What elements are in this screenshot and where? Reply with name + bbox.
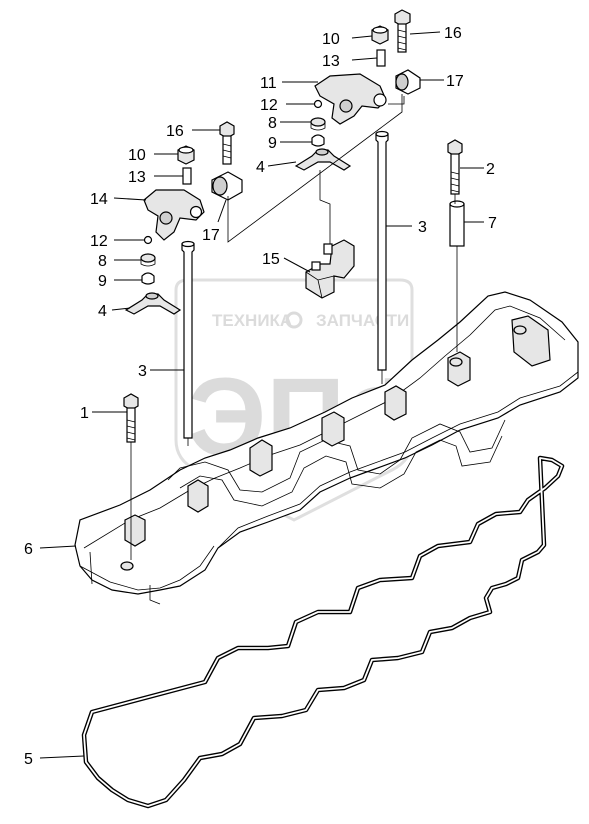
callout-6: 6 (24, 541, 33, 558)
callout-15: 15 (262, 251, 280, 268)
callout-8-lower: 8 (98, 253, 107, 270)
callout-9-lower: 9 (98, 273, 107, 290)
gear-icon (285, 311, 303, 329)
pushrod-part-3-upper (375, 130, 389, 371)
cap-part-9-lower (141, 272, 155, 285)
callout-16-upper: 16 (444, 25, 462, 42)
seal-part-8-upper (310, 117, 326, 127)
callout-4-upper: 4 (256, 159, 265, 176)
callout-13-lower: 13 (128, 169, 146, 186)
bolt-part-2 (447, 139, 463, 195)
watermark-text-right: ЗАПЧАСТИ (316, 311, 409, 330)
rocker-arm-part-14 (143, 189, 205, 241)
assembly-lines (130, 94, 458, 560)
leader-lines (39, 31, 484, 759)
callout-1: 1 (80, 405, 89, 422)
sleeve-part-7 (449, 200, 465, 247)
watermark-text-left: ТЕХНИКА (212, 311, 292, 330)
stud-part-13-lower (182, 167, 192, 185)
callout-labels: 10 16 13 11 17 12 8 9 4 16 10 13 14 17 1… (24, 25, 497, 768)
ball-part-12-upper (313, 99, 323, 109)
callout-3-upper: 3 (418, 219, 427, 236)
callout-3-lower: 3 (138, 363, 147, 380)
callout-4-lower: 4 (98, 303, 107, 320)
seal-part-8-lower (140, 253, 156, 263)
callout-13-upper: 13 (322, 53, 340, 70)
callout-10-lower: 10 (128, 147, 146, 164)
valve-cover-part-6 (74, 291, 579, 605)
bolt-part-1 (123, 393, 139, 443)
callout-2: 2 (486, 161, 495, 178)
rocker-assembly-upper (294, 9, 421, 171)
callout-11: 11 (260, 75, 277, 92)
callout-10-upper: 10 (322, 31, 340, 48)
rocker-support-part-15 (305, 239, 355, 299)
pushrod-part-3-lower (181, 240, 195, 439)
callout-8-upper: 8 (268, 115, 277, 132)
callout-17-lower: 17 (202, 227, 220, 244)
rocker-arm-part-11 (314, 73, 387, 125)
rocker-assembly-lower (124, 121, 243, 315)
callout-9-upper: 9 (268, 135, 277, 152)
bolt-part-16-lower (219, 121, 235, 139)
gasket-part-5 (81, 455, 565, 809)
callout-12-lower: 12 (90, 233, 108, 250)
callout-16-lower: 16 (166, 123, 184, 140)
stud-part-13-upper (376, 49, 386, 67)
bolt-part-16-upper (394, 9, 411, 27)
callout-5: 5 (24, 751, 33, 768)
callout-12-upper: 12 (260, 97, 278, 114)
callout-17-upper: 17 (446, 73, 464, 90)
ball-part-12-lower (143, 235, 153, 245)
callout-7: 7 (488, 215, 497, 232)
callout-14: 14 (90, 191, 108, 208)
cap-part-9-upper (311, 134, 325, 147)
